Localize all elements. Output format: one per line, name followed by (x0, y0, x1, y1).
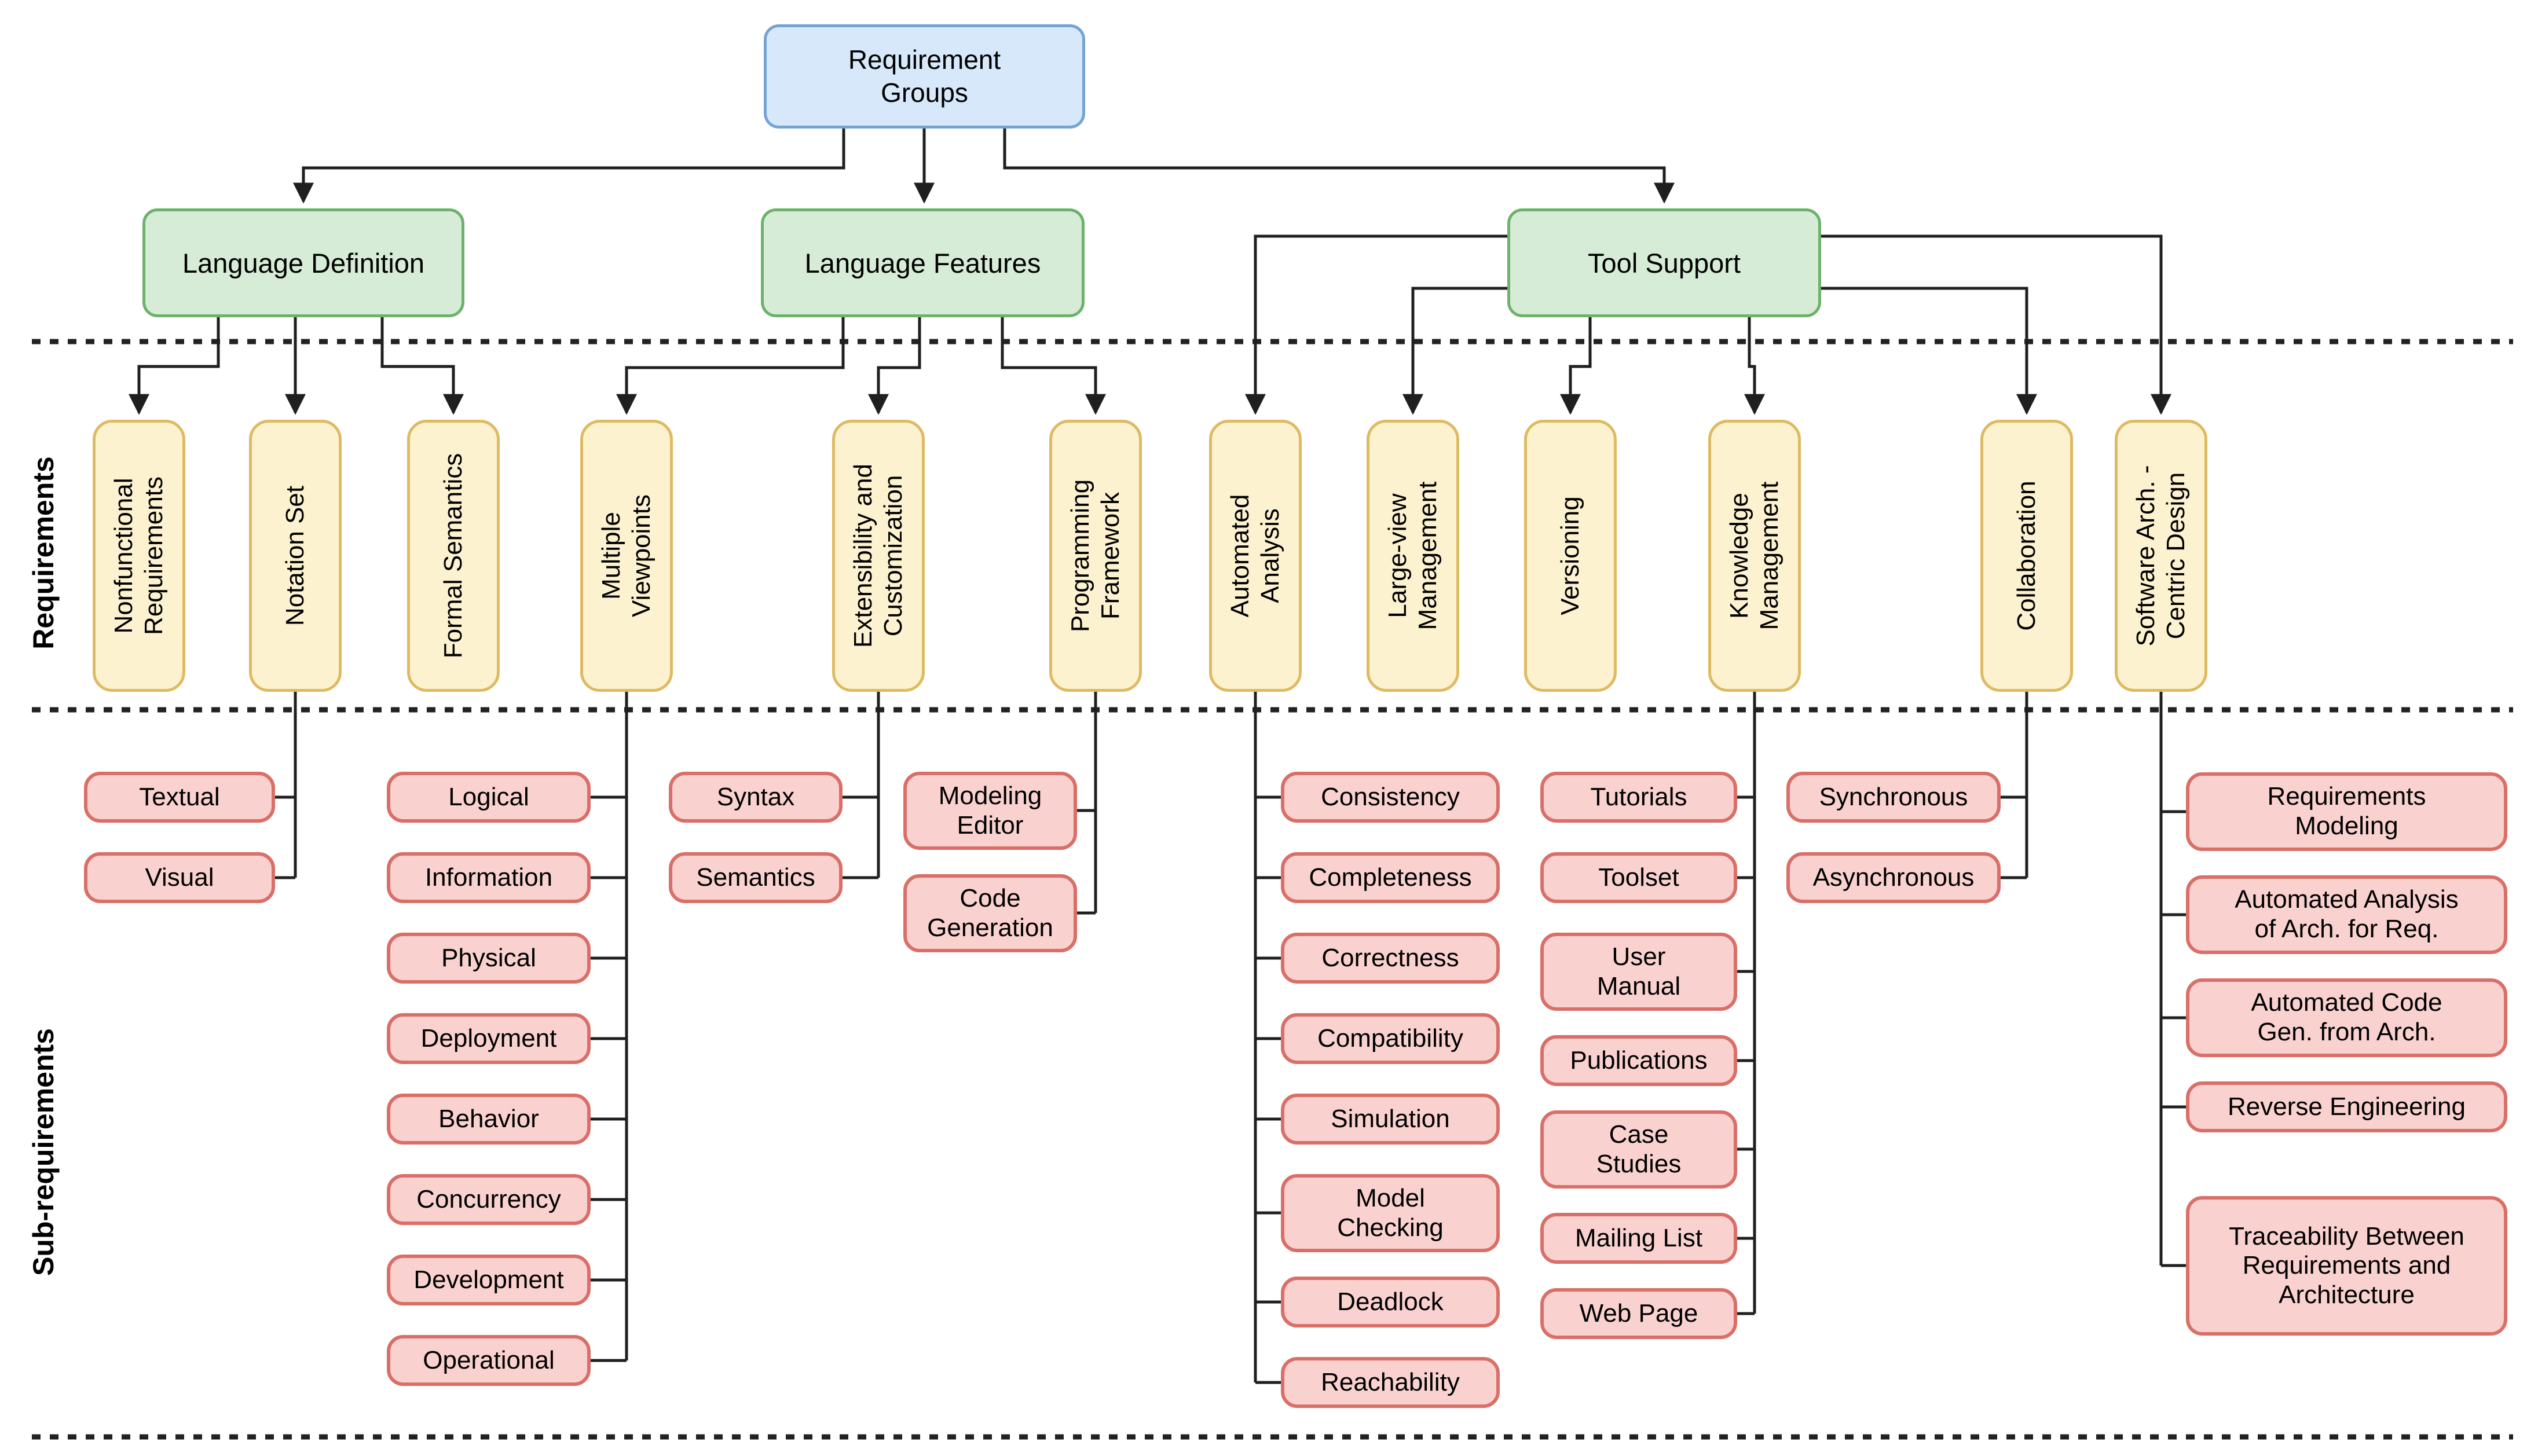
node-user-manual: User Manual (1540, 933, 1737, 1011)
node-concurrency: Concurrency (387, 1174, 591, 1225)
node-asynchronous: Asynchronous (1786, 852, 2001, 903)
node-label: Notation Set (281, 485, 310, 626)
collaboration-trunk (2001, 692, 2028, 879)
node-synchronous: Synchronous (1786, 772, 2001, 823)
software-arch-trunk (2159, 692, 2186, 1267)
node-automated-code-gen: Automated Code Gen. from Arch. (2186, 978, 2507, 1057)
node-mailing-list: Mailing List (1540, 1213, 1737, 1264)
node-language-features: Language Features (761, 208, 1085, 317)
node-case-studies: Case Studies (1540, 1110, 1737, 1189)
node-correctness: Correctness (1281, 933, 1500, 984)
node-programming-framework: Programming Framework (1049, 420, 1142, 692)
node-publications: Publications (1540, 1035, 1737, 1086)
node-traceability: Traceability Between Requirements and Ar… (2186, 1196, 2507, 1336)
tool-support-connectors (1245, 234, 2171, 415)
node-toolset: Toolset (1540, 852, 1737, 903)
node-label: Knowledge Management (1725, 481, 1783, 630)
node-label: Collaboration (2012, 481, 2041, 631)
node-web-page: Web Page (1540, 1288, 1737, 1339)
node-automated-analysis-of-arch: Automated Analysis of Arch. for Req. (2186, 875, 2507, 954)
node-development: Development (387, 1255, 591, 1305)
node-code-generation: Code Generation (903, 874, 1077, 952)
node-deadlock: Deadlock (1281, 1277, 1500, 1327)
node-label: Software Arch. - Centric Design (2132, 465, 2190, 647)
node-consistency: Consistency (1281, 772, 1500, 823)
node-operational: Operational (387, 1335, 591, 1386)
node-semantics: Semantics (669, 852, 843, 903)
section-label-requirements: Requirements (9, 428, 78, 677)
sub-requirements-label: Sub-requirements (27, 1028, 60, 1276)
requirements-label: Requirements (27, 456, 60, 650)
node-requirement-groups: Requirement Groups (764, 24, 1085, 129)
knowledge-management-trunk (1737, 692, 1756, 1315)
root-to-group-connectors (293, 129, 1675, 204)
node-automated-analysis: Automated Analysis (1209, 420, 1302, 692)
multiple-viewpoints-trunk (591, 692, 628, 1362)
node-formal-semantics: Formal Semantics (407, 420, 500, 692)
node-nonfunctional-requirements: Nonfunctional Requirements (93, 420, 185, 692)
node-notation-set: Notation Set (249, 420, 342, 692)
node-visual: Visual (84, 852, 275, 903)
node-tool-support: Tool Support (1507, 208, 1821, 317)
node-reachability: Reachability (1281, 1357, 1500, 1408)
node-physical: Physical (387, 933, 591, 984)
node-model-checking: Model Checking (1281, 1174, 1500, 1252)
node-information: Information (387, 852, 591, 903)
programming-framework-trunk (1077, 692, 1097, 915)
language-features-connectors (616, 317, 1106, 415)
section-label-sub-requirements: Sub-requirements (9, 984, 78, 1320)
node-knowledge-management: Knowledge Management (1708, 420, 1801, 692)
node-label: Programming Framework (1066, 479, 1125, 633)
automated-analysis-trunk (1254, 692, 1281, 1384)
node-label: Formal Semantics (439, 453, 468, 659)
node-simulation: Simulation (1281, 1094, 1500, 1145)
node-logical: Logical (387, 772, 591, 823)
node-collaboration: Collaboration (1980, 420, 2073, 692)
node-label: Extensibility and Customization (849, 464, 907, 648)
node-syntax: Syntax (669, 772, 843, 823)
node-tutorials: Tutorials (1540, 772, 1737, 823)
node-requirements-modeling: Requirements Modeling (2186, 772, 2507, 851)
node-label: Versioning (1556, 496, 1585, 615)
language-definition-connectors (129, 317, 464, 415)
node-label: Multiple Viewpoints (597, 494, 655, 617)
node-label: Large-view Management (1383, 481, 1442, 630)
node-label: Nonfunctional Requirements (109, 476, 168, 635)
node-modeling-editor: Modeling Editor (903, 772, 1077, 850)
node-language-definition: Language Definition (142, 208, 464, 317)
node-large-view-management: Large-view Management (1367, 420, 1459, 692)
node-behavior: Behavior (387, 1094, 591, 1145)
section-divider-lines (32, 339, 2513, 1440)
sub-requirement-connectors (275, 692, 2186, 1384)
node-extensibility-and-customization: Extensibility and Customization (832, 420, 925, 692)
node-completeness: Completeness (1281, 852, 1500, 903)
node-software-arch-centric-design: Software Arch. - Centric Design (2115, 420, 2207, 692)
node-multiple-viewpoints: Multiple Viewpoints (580, 420, 673, 692)
node-reverse-engineering: Reverse Engineering (2186, 1081, 2507, 1132)
node-versioning: Versioning (1524, 420, 1617, 692)
node-textual: Textual (84, 772, 275, 823)
node-deployment: Deployment (387, 1013, 591, 1064)
node-label: Automated Analysis (1226, 494, 1284, 618)
notation-set-trunk (275, 692, 297, 879)
extensibility-trunk (843, 692, 880, 879)
node-compatibility: Compatibility (1281, 1013, 1500, 1064)
